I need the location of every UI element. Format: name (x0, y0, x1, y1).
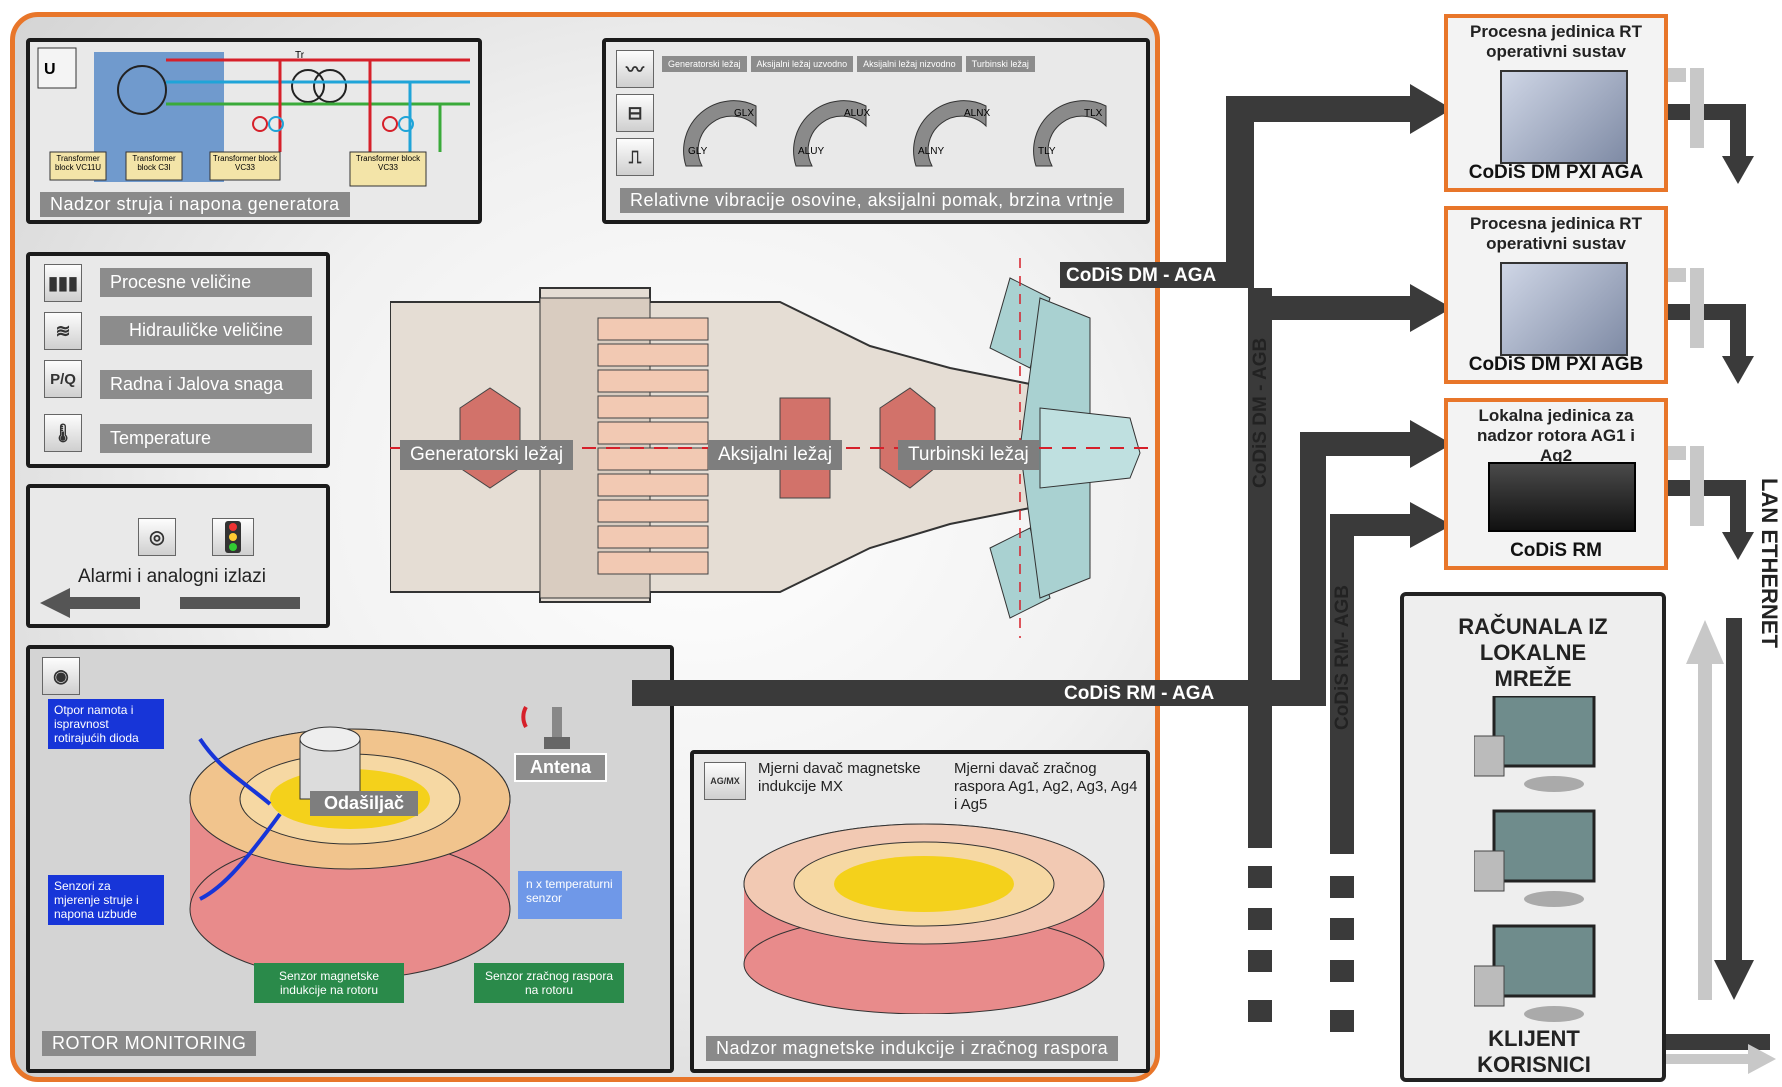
unit-dm-pxi-agb[interactable]: Procesna jedinica RT operativni sustav C… (1444, 206, 1668, 384)
bus-label-dm-agb: CoDiS DM - AGB (1250, 338, 1272, 488)
pxi-chassis-icon (1500, 262, 1628, 356)
clients-label: KLIJENT KORISNICI (1454, 1026, 1614, 1078)
unit-rm[interactable]: Lokalna jedinica za nadzor rotora AG1 i … (1444, 398, 1668, 570)
bus-label-rm-aga: CoDiS RM - AGA (1058, 682, 1220, 706)
unit-title: Lokalna jedinica za nadzor rotora AG1 i … (1448, 406, 1664, 466)
computers-icon (1474, 696, 1604, 1026)
lan-ethernet-label: LAN ETHERNET (1756, 478, 1782, 648)
unit-name: CoDiS DM PXI AGB (1448, 354, 1664, 376)
unit-dm-pxi-aga[interactable]: Procesna jedinica RT operativni sustav C… (1444, 14, 1668, 192)
bus-label-rm-agb: CoDiS RM- AGB (1332, 585, 1354, 730)
pxi-chassis-icon (1500, 70, 1628, 164)
network-panel[interactable]: RAČUNALA IZ LOKALNE MREŽE KLIJENT KORISN… (1400, 592, 1666, 1082)
rack-server-icon (1488, 462, 1636, 532)
network-title: RAČUNALA IZ LOKALNE MREŽE (1444, 614, 1622, 692)
bus-label-dm-aga: CoDiS DM - AGA (1060, 264, 1222, 288)
unit-title: Procesna jedinica RT operativni sustav (1448, 22, 1664, 62)
unit-name: CoDiS DM PXI AGA (1448, 162, 1664, 184)
unit-title: Procesna jedinica RT operativni sustav (1448, 214, 1664, 254)
unit-name: CoDiS RM (1448, 540, 1664, 562)
